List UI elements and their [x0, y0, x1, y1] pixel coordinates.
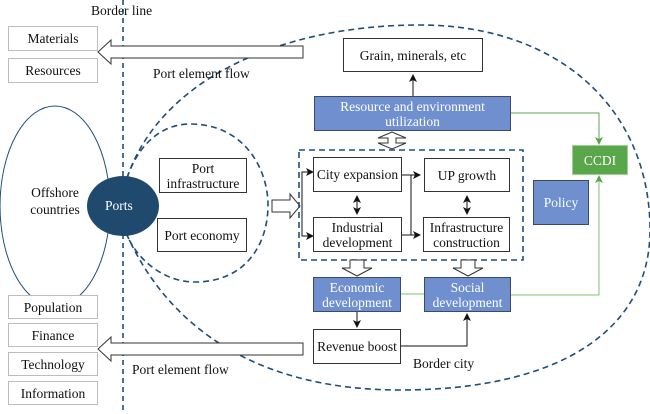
city-expansion-box: City expansion	[313, 157, 402, 192]
arrow-into-industrial	[301, 206, 314, 240]
border-city-label: Border city	[413, 356, 475, 371]
green-line-social-to-ccdi	[511, 175, 603, 296]
left-box-technology: Technology	[8, 352, 98, 376]
infrastructure-construction-box: Infrastructure construction	[423, 217, 510, 252]
ports-ellipse	[87, 176, 159, 236]
left-box-information: Information	[8, 381, 98, 405]
ccdi-box: CCDI	[572, 145, 628, 175]
green-line-resource-to-ccdi	[510, 112, 603, 145]
hollow-arrow-to-social	[452, 259, 484, 277]
port-infrastructure-box: Port infrastructure	[159, 158, 247, 193]
left-box-finance: Finance	[8, 323, 98, 347]
resource-environment-box: Resource and environment utilization	[314, 96, 511, 131]
left-box-resources: Resources	[8, 58, 98, 83]
port-economy-box: Port economy	[157, 218, 247, 252]
ports-label: Ports	[105, 198, 133, 213]
social-development-box: Social development	[424, 277, 511, 312]
port-area-boundary	[126, 123, 269, 283]
revenue-boost-box: Revenue boost	[313, 329, 401, 364]
border-city-boundary	[126, 24, 650, 391]
left-box-materials: Materials	[8, 26, 98, 51]
up-growth-box: UP growth	[424, 158, 510, 192]
border-line-label: Border line	[91, 3, 153, 18]
port-element-flow-arrow-bottom	[97, 335, 304, 363]
bidirectional-hollow-arrow	[377, 131, 407, 150]
hollow-arrow-into-core	[271, 192, 301, 220]
arrow-into-city	[301, 168, 314, 206]
left-box-population: Population	[8, 295, 98, 319]
economic-development-box: Economic development	[313, 277, 401, 312]
arrow-revenue-to-social	[400, 313, 471, 347]
industrial-development-box: Industrial development	[313, 217, 402, 252]
policy-box: Policy	[533, 180, 589, 225]
flow-label-top: Port element flow	[153, 66, 250, 81]
port-element-flow-arrow-top	[97, 38, 304, 66]
hollow-arrow-to-economic	[341, 259, 373, 277]
offshore-label: Offshore countries	[30, 185, 80, 217]
core-dynamics-boundary	[298, 149, 524, 261]
flow-label-bottom: Port element flow	[132, 362, 229, 377]
grain-minerals-box: Grain, minerals, etc	[343, 38, 483, 72]
